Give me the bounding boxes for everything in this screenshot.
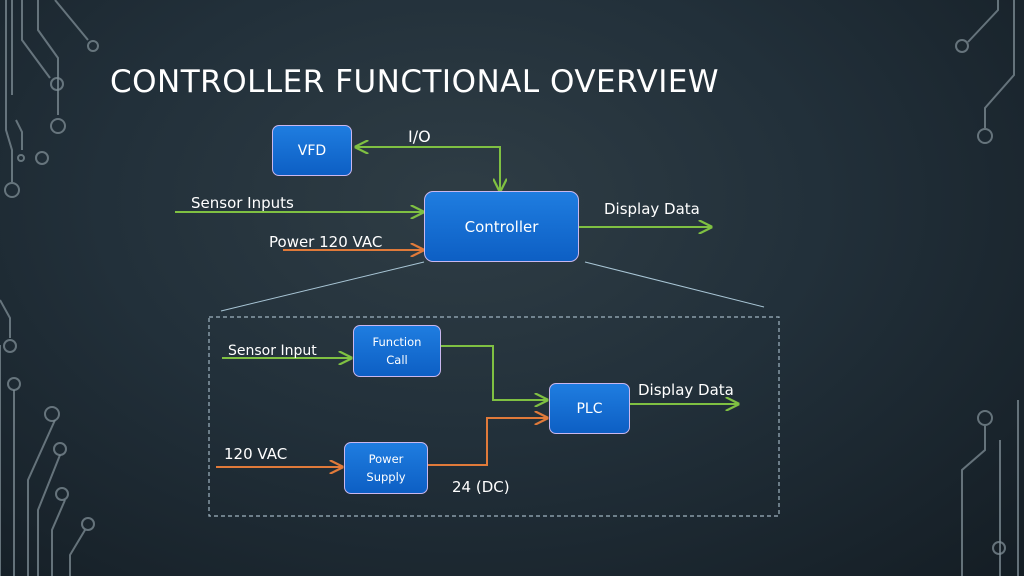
function-call-box: Function Call bbox=[353, 325, 441, 377]
dc-arrow bbox=[428, 418, 547, 466]
power-supply-line1: Power bbox=[368, 452, 404, 466]
power-supply-line2: Supply bbox=[366, 470, 406, 484]
controller-box: Controller bbox=[424, 191, 579, 262]
power-label: Power 120 VAC bbox=[269, 233, 383, 251]
plc-label: PLC bbox=[576, 400, 603, 417]
zoom-line-right bbox=[584, 261, 765, 308]
vfd-box: VFD bbox=[272, 125, 352, 176]
detail-frame bbox=[208, 316, 780, 517]
controller-label: Controller bbox=[464, 217, 539, 236]
vac-label: 120 VAC bbox=[224, 445, 288, 463]
sensor-inputs-label: Sensor Inputs bbox=[191, 194, 294, 212]
zoom-line-left bbox=[220, 261, 425, 312]
plc-box: PLC bbox=[549, 383, 630, 434]
function-call-line1: Function bbox=[372, 335, 422, 349]
io-label: I/O bbox=[408, 127, 431, 146]
sensor-input-label: Sensor Input bbox=[228, 343, 317, 359]
dc-label: 24 (DC) bbox=[452, 478, 510, 496]
plc-display-data-label: Display Data bbox=[638, 381, 734, 399]
function-call-line2: Call bbox=[386, 353, 408, 367]
vfd-label: VFD bbox=[297, 142, 327, 159]
display-data-label: Display Data bbox=[604, 200, 700, 218]
io-connector bbox=[356, 147, 500, 191]
function-to-plc-arrow bbox=[441, 345, 547, 400]
slide-title: CONTROLLER FUNCTIONAL OVERVIEW bbox=[110, 64, 720, 100]
power-supply-box: Power Supply bbox=[344, 442, 428, 494]
